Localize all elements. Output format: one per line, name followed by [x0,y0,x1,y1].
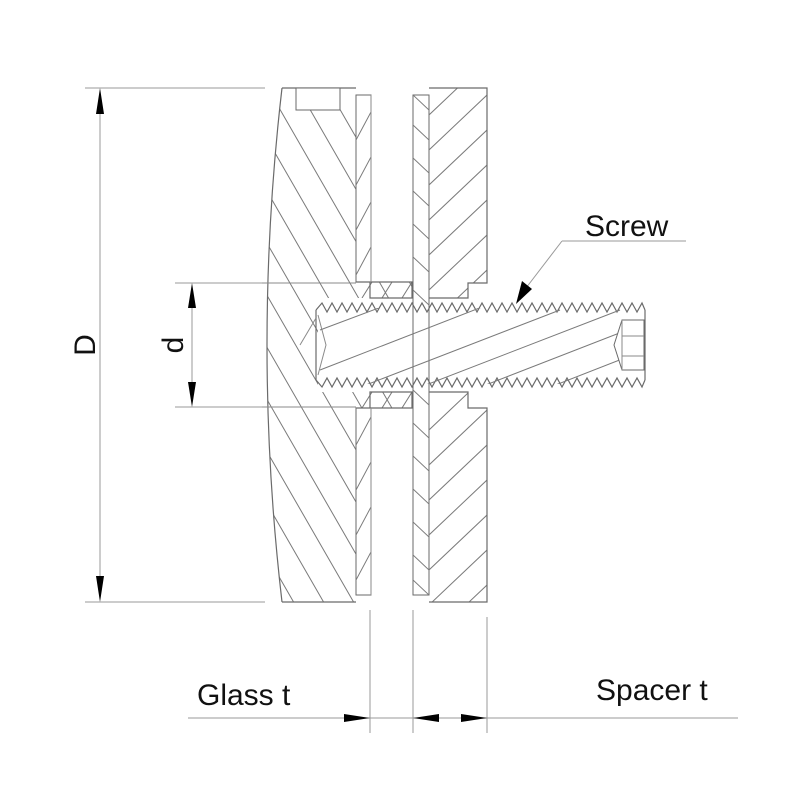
gasket-left [355,94,372,596]
label-D: D [69,334,102,356]
arrow-down-icon [96,576,104,602]
cap-sleeve [356,281,413,409]
arrow-right-icon [344,714,370,722]
dimension-d: d [157,282,262,408]
arrow-left-icon [413,714,439,722]
glass-panel [370,95,414,595]
dimension-thickness: Glass t Spacer t [188,610,738,733]
label-d: d [157,337,190,354]
screw-callout: Screw [516,210,686,304]
dimension-D: D [69,87,265,603]
hex-socket-icon [613,319,645,371]
label-screw: Screw [585,210,669,243]
spacer-body [429,87,488,603]
arrow-leader-icon [516,281,532,304]
screw [299,301,646,389]
arrow-up-icon [96,88,104,114]
arrow-down-icon [188,382,196,407]
cap-notch [295,87,341,111]
arrow-right-icon [461,714,487,722]
label-spacer-t: Spacer t [596,674,708,707]
gasket-right [412,94,430,596]
label-glass-t: Glass t [197,679,291,712]
arrow-up-icon [188,283,196,308]
cap-body [262,87,412,603]
